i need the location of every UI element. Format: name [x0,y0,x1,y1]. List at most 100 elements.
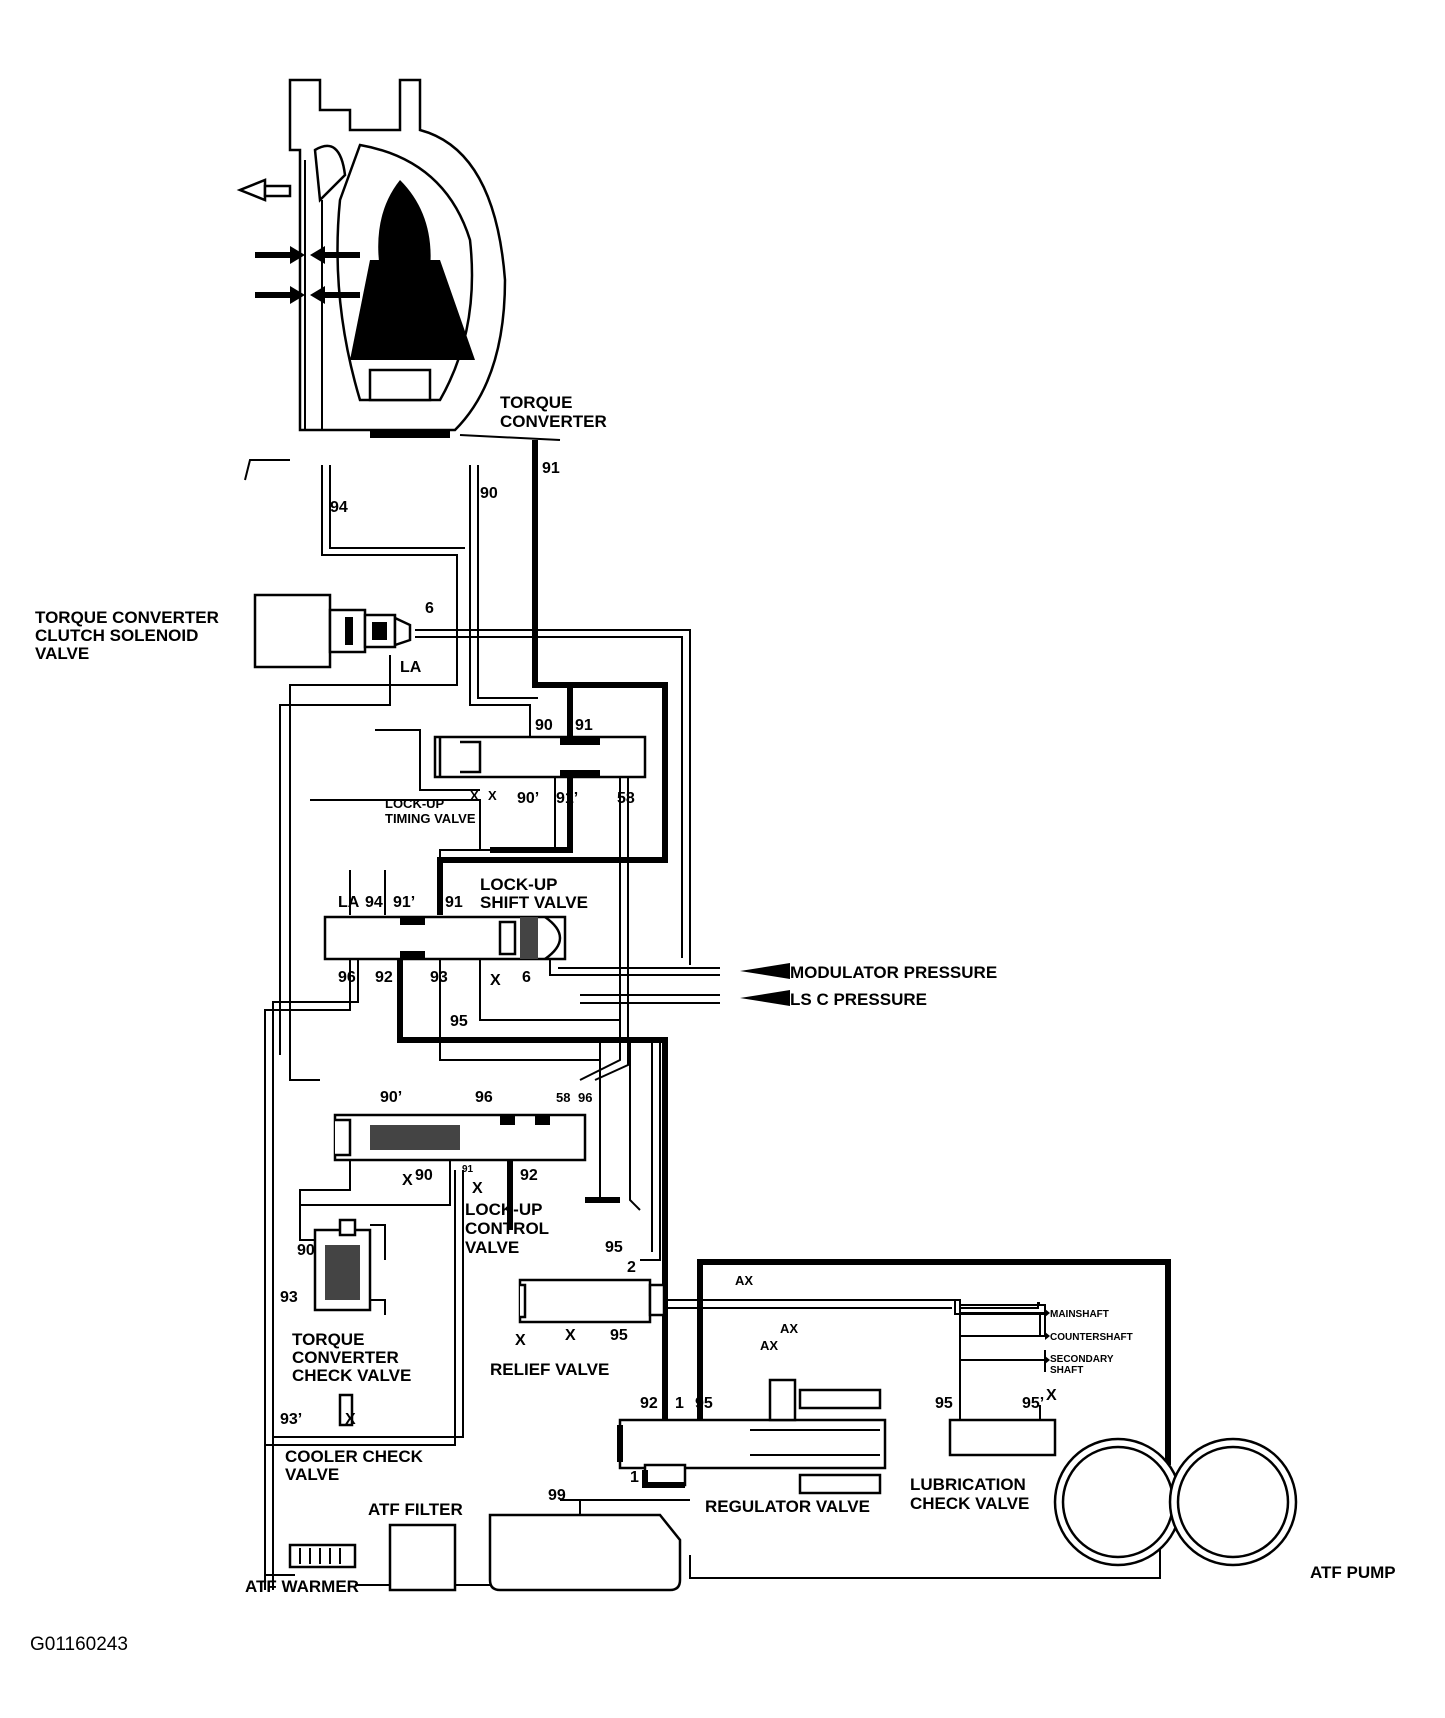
torque-converter [244,78,561,481]
atf-filter-label: ATF FILTER [368,1500,463,1519]
tcc-solenoid-label-3: VALVE [35,644,89,663]
torque-converter-label-2: CONVERTER [500,412,607,431]
lockup-timing-valve [433,735,647,779]
port-95-regulator: 95 [695,1395,713,1412]
lockup-timing-label-1: LOCK-UP [385,796,445,811]
port-58-timing: 58 [617,790,635,807]
atf-filter [388,1523,457,1592]
atf-strainer [488,1499,682,1592]
port-6-shift: 6 [522,969,531,986]
port-91-converter: 91 [542,460,560,477]
port-numbers: 91 90 94 6 LA 90 91 X X 90’ 91’ 58 LA 94… [280,460,1057,1504]
port-x1-relief: X [515,1332,526,1349]
tc-check-label-1: TORQUE [292,1330,364,1349]
port-x2-control: X [472,1180,483,1197]
mainshaft-label: MAINSHAFT [1050,1309,1109,1320]
port-99: 99 [548,1487,566,1504]
port-90p-control: 90’ [380,1089,402,1106]
port-ax3: AX [760,1338,778,1353]
relief-valve [518,1278,666,1324]
port-x1-timing: X [470,788,479,803]
port-2-relief: 2 [627,1259,636,1276]
port-96b-control: 96 [578,1090,592,1105]
converter-flow-arrows [236,178,360,304]
port-91p-shift: 91’ [393,894,415,911]
port-96-control: 96 [475,1089,493,1106]
atf-pump-label: ATF PUMP [1310,1563,1396,1582]
cooler-check-label-1: COOLER CHECK [285,1447,424,1466]
lubrication-label-1: LUBRICATION [910,1475,1026,1494]
port-la-shift: LA [338,894,360,911]
lsc-pressure-label: LS C PRESSURE [790,990,927,1009]
atf-warmer-label: ATF WARMER [245,1577,359,1596]
lockup-shift-valve [323,915,567,961]
port-90-check: 90 [297,1242,315,1259]
port-96-shift: 96 [338,969,356,986]
port-93p-check: 93’ [280,1411,302,1428]
countershaft-label: COUNTERSHAFT [1050,1332,1133,1343]
secondary-shaft-label-2: SHAFT [1050,1365,1083,1376]
lockup-control-label-1: LOCK-UP [465,1200,542,1219]
lsc-arrow [740,990,790,1006]
cooler-check-label-2: VALVE [285,1465,339,1484]
port-91-shift: 91 [445,894,463,911]
regulator-valve-label: REGULATOR VALVE [705,1497,870,1516]
port-58-control: 58 [556,1090,570,1105]
port-92-shift: 92 [375,969,393,986]
lockup-timing-label-2: TIMING VALVE [385,811,476,826]
port-x-lubrication: X [1046,1387,1057,1404]
figure-id: G01160243 [30,1634,128,1655]
fluid-lines [264,440,1171,1590]
port-x-check: X [345,1411,356,1428]
lockup-shift-label-2: SHIFT VALVE [480,893,588,912]
port-94-shift: 94 [365,894,383,911]
lubrication-check-valve [948,1405,1057,1457]
lockup-shift-label-1: LOCK-UP [480,875,557,894]
atf-warmer [288,1543,357,1569]
port-ax2: AX [780,1321,798,1336]
lubrication-label-2: CHECK VALVE [910,1494,1029,1513]
port-93-check: 93 [280,1289,298,1306]
port-x2-timing: X [488,788,497,803]
port-ax1: AX [735,1273,753,1288]
port-6-solenoid: 6 [425,600,434,617]
port-la-solenoid: LA [400,659,422,676]
modulator-pressure-label: MODULATOR PRESSURE [790,963,997,982]
lockup-control-label-2: CONTROL [465,1219,549,1238]
lockup-control-label-3: VALVE [465,1238,519,1257]
port-90-converter: 90 [480,485,498,502]
port-91-control: 91 [462,1164,474,1175]
port-95-relief: 95 [605,1239,623,1256]
regulator-valve [617,1378,887,1495]
tcc-solenoid-valve [253,593,412,669]
port-90-control: 90 [415,1167,433,1184]
port-95-lubrication: 95 [935,1395,953,1412]
atf-pump [1053,1437,1298,1567]
tc-check-label-2: CONVERTER [292,1348,399,1367]
port-92-control: 92 [520,1167,538,1184]
tcc-solenoid-label-1: TORQUE CONVERTER [35,608,219,627]
tc-check-valve [313,1218,386,1315]
tc-check-label-3: CHECK VALVE [292,1366,411,1385]
port-x1-control: X [402,1172,413,1189]
modulator-arrow [740,963,790,979]
port-95b-relief: 95 [610,1327,628,1344]
lockup-control-valve [333,1113,587,1162]
port-94-converter: 94 [330,499,348,516]
port-92-regulator: 92 [640,1395,658,1412]
cooler-check-valve [338,1393,354,1427]
port-91p-timing: 91’ [556,790,578,807]
torque-converter-label-1: TORQUE [500,393,572,412]
port-93-shift: 93 [430,969,448,986]
tcc-solenoid-label-2: CLUTCH SOLENOID [35,626,198,645]
shaft-outlets [960,1309,1050,1364]
port-x2-relief: X [565,1327,576,1344]
port-95-shift: 95 [450,1013,468,1030]
port-90p-timing: 90’ [517,790,539,807]
port-1b-regulator: 1 [630,1469,639,1486]
port-x-shift: X [490,972,501,989]
port-95p-lubrication: 95’ [1022,1395,1044,1412]
port-1-regulator: 1 [675,1395,684,1412]
secondary-shaft-label-1: SECONDARY [1050,1354,1114,1365]
